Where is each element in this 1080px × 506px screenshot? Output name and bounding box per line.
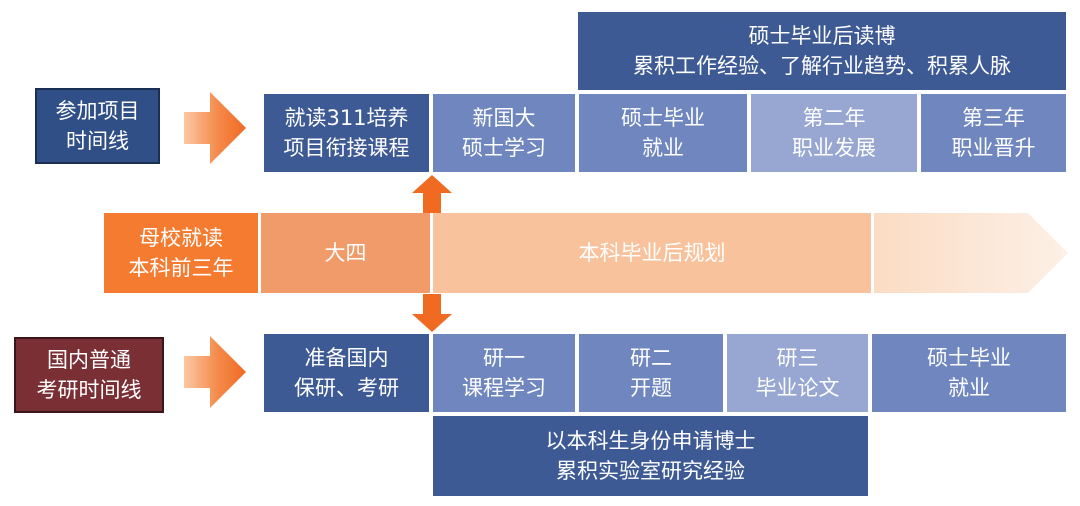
middle-step-undergrad-start: 母校就读 本科前三年	[104, 213, 258, 293]
middle-step-post-grad-plan: 本科毕业后规划	[433, 213, 871, 293]
middle-step-label: 本科毕业后规划	[578, 240, 726, 265]
bottom-track-label: 国内普通 考研时间线	[14, 337, 164, 413]
bottom-step-line2: 开题	[630, 376, 672, 400]
top-step-line1: 第三年	[962, 105, 1025, 130]
middle-step-line1: 母校就读	[139, 225, 223, 250]
down-arrow-icon	[412, 294, 452, 332]
top-step-graduation-job: 硕士毕业 就业	[579, 94, 747, 172]
top-track-label-line1: 参加项目	[55, 98, 140, 123]
top-step-year-three: 第三年 职业晋升	[921, 94, 1066, 172]
bottom-track-arrow-icon	[184, 336, 246, 408]
bottom-step-line1: 硕士毕业	[927, 345, 1011, 370]
top-banner: 硕士毕业后读博 累积工作经验、了解行业趋势、积累人脉	[578, 12, 1066, 90]
bottom-step-line2: 课程学习	[462, 376, 546, 400]
top-track-arrow-icon	[184, 92, 246, 164]
bottom-step-line1: 研一	[483, 345, 525, 370]
bottom-banner-line1: 以本科生身份申请博士	[545, 428, 756, 453]
bottom-step-prepare-exam: 准备国内 保研、考研	[264, 334, 429, 412]
top-step-line1: 第二年	[802, 105, 866, 130]
top-step-line1: 新国大	[472, 105, 536, 130]
bottom-step-year-one: 研一 课程学习	[433, 334, 575, 412]
up-arrow-icon	[412, 175, 452, 213]
top-step-bridge-course: 就读311培养 项目衔接课程	[264, 94, 429, 172]
top-track-label: 参加项目 时间线	[35, 88, 160, 164]
top-step-line2: 项目衔接课程	[283, 136, 410, 160]
top-step-line2: 就业	[642, 136, 684, 160]
middle-step-label: 大四	[324, 240, 367, 265]
top-step-year-two: 第二年 职业发展	[751, 94, 917, 172]
middle-step-line2: 本科前三年	[128, 256, 234, 280]
top-step-line2: 职业晋升	[951, 136, 1036, 160]
middle-step-senior-year: 大四	[261, 213, 430, 293]
top-banner-line2: 累积工作经验、了解行业趋势、积累人脉	[633, 54, 1011, 78]
bottom-track-label-line2: 考研时间线	[36, 378, 142, 402]
bottom-step-line1: 研三	[776, 345, 819, 370]
bottom-step-line2: 就业	[948, 376, 990, 400]
bottom-step-line1: 研二	[630, 345, 672, 370]
top-track-label-line2: 时间线	[66, 129, 129, 153]
bottom-step-year-two: 研二 开题	[579, 334, 723, 412]
top-step-line2: 职业发展	[792, 136, 876, 160]
top-step-line1: 硕士毕业	[621, 105, 705, 130]
bottom-banner-line2: 累积实验室研究经验	[556, 459, 745, 483]
bottom-banner: 以本科生身份申请博士 累积实验室研究经验	[433, 416, 868, 496]
top-step-line1: 就读311培养	[284, 105, 409, 130]
top-step-nus-master: 新国大 硕士学习	[433, 94, 575, 172]
bottom-step-line2: 保研、考研	[294, 376, 399, 400]
bottom-step-year-three: 研三 毕业论文	[727, 334, 868, 412]
top-step-line2: 硕士学习	[462, 136, 546, 160]
bottom-step-line2: 毕业论文	[755, 376, 840, 400]
middle-timeline-arrow	[104, 213, 1068, 293]
bottom-step-line1: 准备国内	[304, 345, 389, 370]
top-banner-line1: 硕士毕业后读博	[748, 23, 896, 48]
bottom-step-graduation-job: 硕士毕业 就业	[872, 334, 1066, 412]
bottom-track-label-line1: 国内普通	[47, 347, 131, 372]
